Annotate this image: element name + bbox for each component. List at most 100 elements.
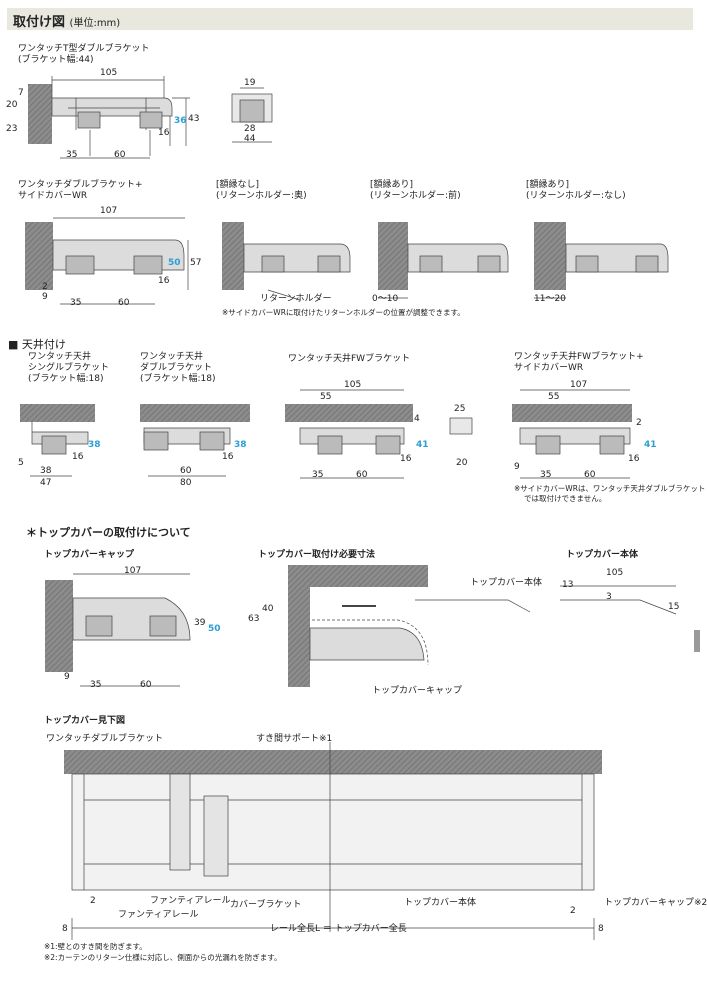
s1-dim-16: 16 bbox=[158, 128, 170, 138]
s3-note-1: ※サイドカバーWRは、ワンタッチ天井ダブルブラケット bbox=[514, 484, 706, 493]
s4-req-cap-label: トップカバーキャップ bbox=[372, 686, 463, 696]
s2-dim-9: 9 bbox=[42, 292, 48, 302]
s3-a-line2: シングルブラケット bbox=[28, 363, 110, 373]
s3-c-dim-60: 60 bbox=[356, 470, 368, 480]
s5-title: トップカバー見下図 bbox=[44, 716, 126, 726]
s3-title: ■ 天井付け bbox=[8, 338, 66, 351]
s1-subtitle: (ブラケット幅:44) bbox=[18, 55, 94, 65]
s5-label-body: トップカバー本体 bbox=[404, 898, 477, 908]
s3-c-dim-35: 35 bbox=[312, 470, 324, 480]
s3-b-dim-38: 38 bbox=[234, 440, 247, 450]
s3-e-dim-60: 60 bbox=[584, 470, 596, 480]
s3-b-line2: ダブルブラケット bbox=[140, 363, 213, 373]
s3-e-dim-16: 16 bbox=[628, 454, 640, 464]
s3-e-dim-41: 41 bbox=[644, 440, 657, 450]
s2-dim-57: 57 bbox=[190, 258, 202, 268]
s2-variant3-a: [額縁あり] bbox=[526, 180, 570, 190]
s5-dim-8-right: 8 bbox=[598, 924, 604, 934]
s5-length-label: レール全長L ＝ トップカバー全長 bbox=[270, 924, 407, 934]
s3-b-line1: ワンタッチ天井 bbox=[140, 352, 204, 362]
s3-c-dim-55: 55 bbox=[320, 392, 332, 402]
s1-dim-43: 43 bbox=[188, 114, 200, 124]
s4-cap-dim-107: 107 bbox=[124, 566, 142, 576]
s4-req-dim-63: 63 bbox=[248, 614, 260, 624]
s2-title-2: サイドカバーWR bbox=[18, 191, 88, 201]
s5-note-1: ※1:壁とのすき間を防ぎます。 bbox=[44, 942, 147, 951]
s3-c-line1: ワンタッチ天井FWブラケット bbox=[288, 354, 411, 364]
s1-dim-36: 36 bbox=[174, 116, 187, 126]
s2-note: ※サイドカバーWRに取付けたリターンホルダーの位置が調整できます。 bbox=[222, 308, 465, 317]
s1-dim-60: 60 bbox=[114, 150, 126, 160]
s3-e-dim-9: 9 bbox=[514, 462, 520, 472]
s2-dim-2: 2 bbox=[42, 282, 48, 292]
s4-req-body-label: トップカバー本体 bbox=[470, 578, 543, 588]
s3-a-line3: (ブラケット幅:18) bbox=[28, 374, 104, 384]
s4-cap-title: トップカバーキャップ bbox=[44, 550, 135, 560]
s3-b-dim-60: 60 bbox=[180, 466, 192, 476]
s5-label-cap: トップカバーキャップ※2 bbox=[604, 898, 707, 908]
s5-label-gap-support: すき間サポート※1 bbox=[256, 734, 333, 744]
s3-e-dim-2: 2 bbox=[636, 418, 642, 428]
s5-note-2: ※2:カーテンのリターン仕様に対応し、側面からの光漏れを防ぎます。 bbox=[44, 953, 282, 962]
s4-cap-dim-50: 50 bbox=[208, 624, 221, 634]
s2-range-11-20: 11〜20 bbox=[534, 294, 566, 304]
s2-dim-60: 60 bbox=[118, 298, 130, 308]
s3-b-line3: (ブラケット幅:18) bbox=[140, 374, 216, 384]
s4-cap-dim-60: 60 bbox=[140, 680, 152, 690]
s1-dim-23: 23 bbox=[6, 124, 18, 134]
s3-e-line1: ワンタッチ天井FWブラケット+ bbox=[514, 352, 644, 362]
s1-dim-105: 105 bbox=[100, 68, 118, 78]
s3-e-dim-35: 35 bbox=[540, 470, 552, 480]
s5-label-bracket: ワンタッチダブルブラケット bbox=[46, 734, 164, 744]
header-title: 取付け図 (単位:mm) bbox=[13, 15, 121, 30]
s3-a-dim-16: 16 bbox=[72, 452, 84, 462]
s3-a-line1: ワンタッチ天井 bbox=[28, 352, 92, 362]
s3-note-2: では取付けできません。 bbox=[524, 494, 607, 503]
s2-dim-35: 35 bbox=[70, 298, 82, 308]
s1-dim-7: 7 bbox=[18, 88, 24, 98]
s2-dim-107: 107 bbox=[100, 206, 118, 216]
s4-req-title: トップカバー取付け必要寸法 bbox=[258, 550, 376, 560]
s3-b-dim-80: 80 bbox=[180, 478, 192, 488]
s2-dim-50: 50 bbox=[168, 258, 181, 268]
s3-e-dim-107: 107 bbox=[570, 380, 588, 390]
s4-body-dim-15: 15 bbox=[668, 602, 680, 612]
s2-variant3-b: (リターンホルダー:なし) bbox=[526, 191, 626, 201]
s2-variant2-a: [額縁あり] bbox=[370, 180, 414, 190]
s1-title: ワンタッチT型ダブルブラケット bbox=[18, 44, 150, 54]
s3-c-dim-41: 41 bbox=[416, 440, 429, 450]
s1-side-dim-44: 44 bbox=[244, 134, 256, 144]
s3-e-line2: サイドカバーWR bbox=[514, 363, 584, 373]
s3-c-side-dim-25: 25 bbox=[454, 404, 466, 414]
s1-dim-35: 35 bbox=[66, 150, 78, 160]
s3-c-side-dim-20: 20 bbox=[456, 458, 468, 468]
s5-dim-2-left: 2 bbox=[90, 896, 96, 906]
s2-variant2-b: (リターンホルダー:前) bbox=[370, 191, 461, 201]
s5-dim-8-left: 8 bbox=[62, 924, 68, 934]
s5-dim-2-right: 2 bbox=[570, 906, 576, 916]
s4-cap-dim-39: 39 bbox=[194, 618, 206, 628]
s2-dim-16: 16 bbox=[158, 276, 170, 286]
s3-e-dim-55: 55 bbox=[548, 392, 560, 402]
s4-cap-dim-35: 35 bbox=[90, 680, 102, 690]
s3-a-dim-38: 38 bbox=[88, 440, 101, 450]
s3-c-dim-4: 4 bbox=[414, 414, 420, 424]
side-tab bbox=[694, 630, 700, 652]
s4-body-dim-13: 13 bbox=[562, 580, 574, 590]
s5-label-rail-2: ファンティアレール bbox=[118, 910, 199, 920]
s3-c-dim-105: 105 bbox=[344, 380, 362, 390]
s5-label-cover-bracket: カバーブラケット bbox=[230, 900, 302, 910]
s4-body-dim-3: 3 bbox=[606, 592, 612, 602]
s5-label-rail-1: ファンティアレール bbox=[150, 896, 231, 906]
s2-variant1-b: (リターンホルダー:奥) bbox=[216, 191, 307, 201]
s4-body-dim-105: 105 bbox=[606, 568, 624, 578]
s3-b-dim-16: 16 bbox=[222, 452, 234, 462]
s2-variant1-a: [額縁なし] bbox=[216, 180, 260, 190]
s3-a-dim-38b: 38 bbox=[40, 466, 52, 476]
s2-return-holder-label: リターンホルダー bbox=[260, 294, 332, 304]
s4-title: ＊トップカバーの取付けについて bbox=[26, 526, 191, 539]
s3-a-dim-47: 47 bbox=[40, 478, 52, 488]
s3-a-dim-5: 5 bbox=[18, 458, 24, 468]
s2-title-1: ワンタッチダブルブラケット+ bbox=[18, 180, 143, 190]
